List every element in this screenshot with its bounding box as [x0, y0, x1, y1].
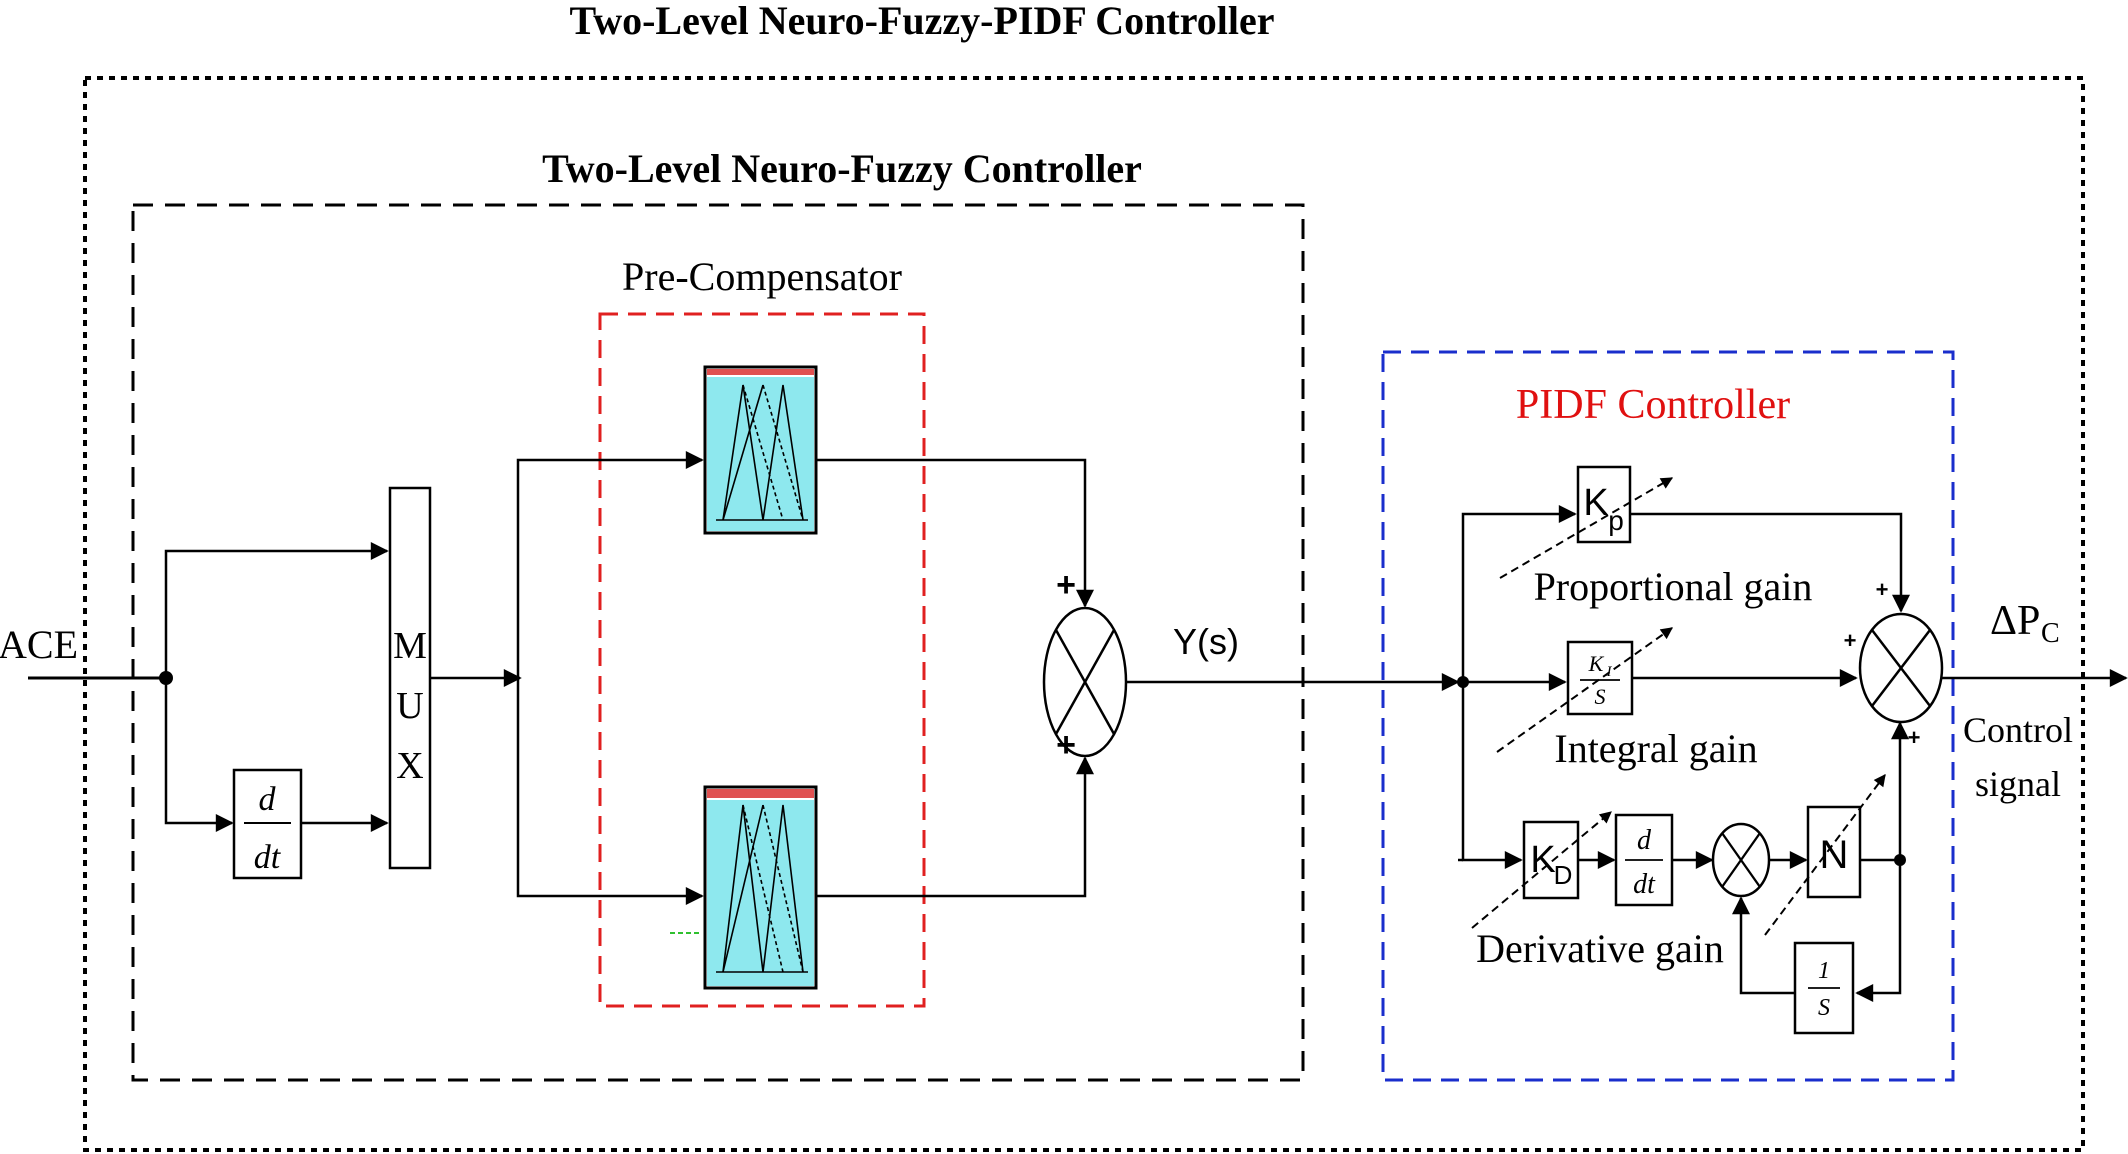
- pidf-title: PIDF Controller: [1516, 382, 1790, 428]
- wire-to-kd: [1461, 682, 1523, 869]
- wire-kp-to-sum: [1630, 512, 1910, 613]
- wire-to-derivative: [164, 678, 234, 832]
- pidf-sum-plus-left: +: [1844, 628, 1857, 653]
- mux-block: M U X: [388, 486, 432, 870]
- control-signal-line2: signal: [1975, 764, 2061, 804]
- kp-block: K p: [1576, 465, 1632, 544]
- pidf-summing-junction: [1858, 612, 1944, 724]
- neuro-fuzzy-title: Two-Level Neuro-Fuzzy Controller: [542, 146, 1142, 191]
- ki-block: K I S: [1566, 640, 1634, 716]
- upper-fuzzy-block: [703, 365, 818, 535]
- derivative-block: d dt: [232, 768, 303, 880]
- pidf-derivative-denominator: dt: [1633, 869, 1656, 900]
- lower-fuzzy-block: [703, 785, 818, 990]
- ki-tuning-arrow: [1496, 627, 1673, 753]
- integrator-numerator: 1: [1818, 958, 1830, 984]
- ki-denominator: S: [1595, 684, 1606, 709]
- wire-upper-fuzzy-to-sum: [816, 458, 1094, 608]
- kd-symbol: K: [1530, 839, 1555, 881]
- pidf-frame: [1381, 350, 1955, 1082]
- filter-n-symbol: N: [1820, 833, 1849, 877]
- derivative-numerator: d: [259, 781, 277, 818]
- feedback-integrator-block: 1 S: [1793, 941, 1855, 1035]
- kp-subscript: p: [1608, 505, 1624, 536]
- kd-tuning-arrow: [1471, 811, 1612, 929]
- wire-to-upper-fuzzy: [516, 451, 704, 678]
- pidf-derivative-block: d dt: [1614, 813, 1674, 907]
- sum-plus-bottom: +: [1056, 726, 1076, 764]
- wire-lower-fuzzy-to-sum: [816, 756, 1094, 898]
- sum-plus-top: +: [1056, 566, 1076, 604]
- filter-n-block: N: [1806, 805, 1862, 899]
- pre-comp-summing-junction: [1042, 606, 1128, 758]
- wire-to-lower-fuzzy: [516, 678, 704, 905]
- n-tuning-arrow: [1764, 774, 1886, 936]
- kd-block: K D: [1522, 820, 1580, 900]
- wire-integrator-to-filter-sum: [1732, 896, 1795, 995]
- pidf-sum-plus-top: +: [1876, 577, 1889, 602]
- derivative-gain-label: Derivative gain: [1476, 926, 1724, 971]
- wire-to-mux-top: [164, 542, 389, 678]
- wire-feedback-to-integrator: [1855, 860, 1902, 1002]
- control-signal-line1: Control: [1963, 710, 2073, 750]
- pre-compensator-frame: [598, 312, 926, 1008]
- mux-letter-x: X: [396, 745, 423, 787]
- y-s-label: Y(s): [1173, 621, 1239, 662]
- pidf-derivative-numerator: d: [1637, 825, 1652, 856]
- wire-to-kp: [1461, 505, 1577, 682]
- ki-numerator: K: [1588, 651, 1605, 676]
- kp-tuning-arrow: [1499, 477, 1674, 579]
- filter-summing-junction: [1711, 822, 1771, 898]
- mux-letter-u: U: [396, 685, 423, 727]
- outer-controller-title: Two-Level Neuro-Fuzzy-PIDF Controller: [569, 0, 1274, 43]
- delta-pc-subscript: C: [2041, 618, 2060, 649]
- ace-input-label: ACE: [0, 622, 78, 667]
- outer-controller-frame: [83, 76, 2085, 1152]
- neuro-fuzzy-frame: [131, 203, 1305, 1082]
- kd-subscript: D: [1554, 860, 1573, 890]
- pidf-sum-plus-bottom: +: [1908, 725, 1921, 750]
- mux-letter-m: M: [393, 625, 427, 667]
- integral-gain-label: Integral gain: [1554, 726, 1757, 771]
- proportional-gain-label: Proportional gain: [1534, 564, 1813, 609]
- derivative-denominator: dt: [254, 839, 282, 876]
- delta-pc-label: ΔP: [1990, 598, 2040, 644]
- integrator-denominator: S: [1818, 995, 1830, 1021]
- pre-compensator-title: Pre-Compensator: [622, 254, 902, 299]
